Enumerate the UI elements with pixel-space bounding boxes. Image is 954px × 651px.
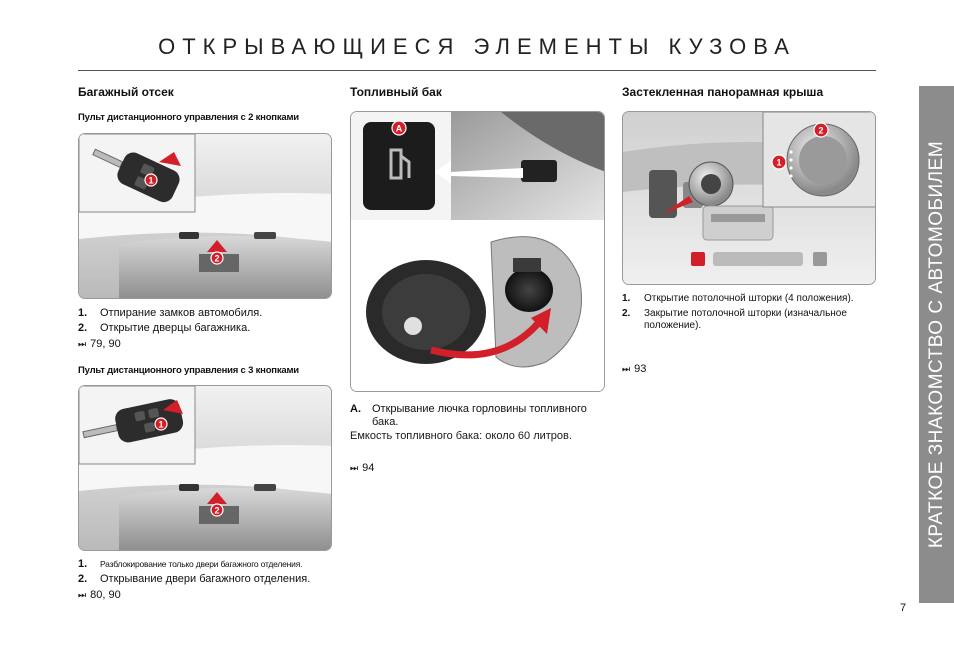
remote3-list: 1.Разблокирование только двери багажного…	[78, 558, 338, 586]
list-item: 2.Открытие дверцы багажника.	[78, 322, 251, 334]
callout-2: 2	[214, 254, 219, 264]
fuel-heading: Топливный бак	[350, 85, 442, 99]
list-item: 1.Открытие потолочной шторки (4 положени…	[622, 293, 854, 304]
trunk-heading: Багажный отсек	[78, 85, 174, 99]
callout-2: 2	[214, 506, 219, 516]
roof-control-illustration: 1 2	[622, 111, 876, 285]
callout-1: 1	[158, 420, 163, 430]
sidebar-title: КРАТКОЕ ЗНАКОМСТВО С АВТОМОБИЛЕМ	[926, 140, 947, 549]
callout-a: A	[396, 124, 403, 134]
roof-heading: Застекленная панорамная крыша	[622, 85, 824, 99]
fuel-flap-illustration: A	[350, 111, 605, 392]
list-item: 2.Закрытие потолочной шторки (изначально…	[622, 308, 847, 331]
callout-2: 2	[818, 126, 823, 136]
section-sidebar-tab: КРАТКОЕ ЗНАКОМСТВО С АВТОМОБИЛЕМ	[919, 86, 954, 603]
remote3-subheading: Пульт дистанционного управления с 3 кноп…	[78, 365, 299, 376]
skip-forward-icon: ⏭	[78, 339, 87, 349]
trunk-remote2-illustration: 1 2	[78, 133, 332, 299]
list-item: 2.Открывание двери багажного отделения.	[78, 573, 311, 585]
callout-1: 1	[148, 176, 153, 186]
skip-forward-icon: ⏭	[622, 364, 631, 374]
skip-forward-icon: ⏭	[350, 463, 359, 473]
remote2-list: 1.Отпирание замков автомобиля. 2.Открыти…	[78, 307, 338, 335]
page-title: ОТКРЫВАЮЩИЕСЯ ЭЛЕМЕНТЫ КУЗОВА	[158, 34, 796, 59]
page-reference[interactable]: ⏭94	[350, 462, 375, 474]
list-item: 1.Разблокирование только двери багажного…	[78, 558, 303, 570]
trunk-remote3-illustration: 1 2	[78, 385, 332, 551]
title-divider	[78, 70, 876, 71]
page-reference[interactable]: ⏭93	[622, 363, 647, 375]
callout-1: 1	[776, 158, 781, 168]
list-item: 1.Отпирание замков автомобиля.	[78, 307, 263, 319]
page-reference[interactable]: ⏭80, 90	[78, 589, 121, 601]
page-reference[interactable]: ⏭79, 90	[78, 338, 121, 350]
fuel-list: A.Открывание лючка горловины топливного …	[350, 403, 615, 429]
fuel-capacity: Емкость топливного бака: около 60 литров…	[350, 430, 572, 442]
list-item: A.Открывание лючка горловины топливного …	[350, 403, 587, 428]
page-number: 7	[900, 602, 907, 614]
roof-list: 1.Открытие потолочной шторки (4 положени…	[622, 293, 882, 332]
skip-forward-icon: ⏭	[78, 590, 87, 600]
remote2-subheading: Пульт дистанционного управления с 2 кноп…	[78, 112, 299, 123]
